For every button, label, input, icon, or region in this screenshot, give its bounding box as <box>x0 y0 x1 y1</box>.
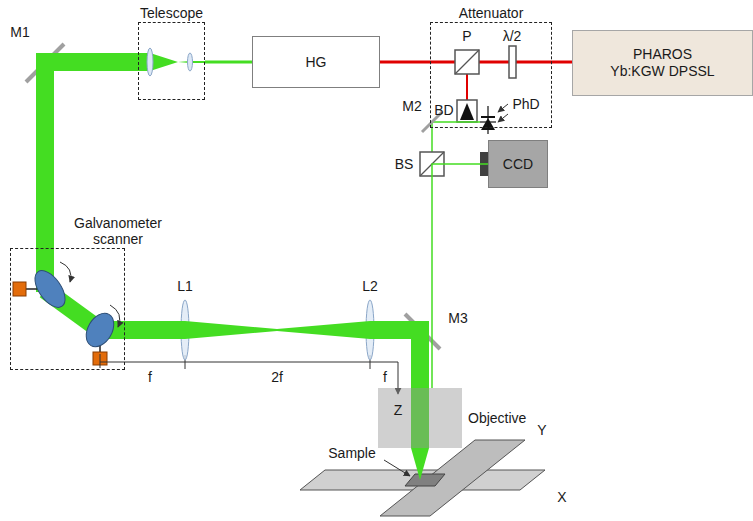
part-label: L2 <box>362 278 378 294</box>
part-label: Sample <box>328 445 375 461</box>
laser-beam <box>430 61 552 64</box>
galvo-mirror <box>29 265 71 312</box>
half-wave-plate <box>509 46 516 78</box>
part-label: f <box>383 369 387 385</box>
beam-dump <box>457 100 477 122</box>
part-label: Y <box>537 422 546 438</box>
part-label: λ/2 <box>503 28 522 44</box>
objective: Objective <box>378 388 462 448</box>
part-label: P <box>462 28 471 44</box>
harmonic-generator: HG <box>252 36 380 88</box>
dimension-line <box>100 362 398 363</box>
part-label: 2f <box>271 369 283 385</box>
beam-path <box>552 61 572 64</box>
beam-path <box>432 164 488 388</box>
detection-beam <box>432 121 480 123</box>
ccd-camera: CCD <box>488 140 548 188</box>
galvo-scanner-group: Galvanometer scanner <box>10 248 125 370</box>
dimension-tick <box>100 354 101 368</box>
group-heading: Attenuator <box>431 5 551 21</box>
part-label: L1 <box>177 278 193 294</box>
y-stage <box>380 440 525 516</box>
photodiode-lead <box>487 106 488 134</box>
group-heading: Galvanometer scanner <box>63 215 173 247</box>
part-label: BD <box>434 102 453 118</box>
galvo-mirror <box>81 308 120 351</box>
light-arrow <box>498 104 508 112</box>
component-label: Objective <box>468 410 526 426</box>
rotation-arrow <box>110 305 120 327</box>
box-label: HG <box>306 54 327 71</box>
telescope-group: Telescope <box>138 22 205 100</box>
laser-source: PHAROS Yb:KGW DPSSL <box>572 30 753 96</box>
beam-path <box>125 321 429 388</box>
telescope-lens <box>188 53 193 71</box>
rotation-arrow <box>60 262 71 282</box>
beam-path <box>380 61 430 64</box>
box-label: CCD <box>503 156 533 173</box>
leader-line <box>384 460 410 476</box>
galvo-motor <box>13 282 26 296</box>
beam-dump-cone <box>460 103 474 120</box>
part-label: f <box>148 369 152 385</box>
part-label: BS <box>395 156 414 172</box>
part-label: PhD <box>512 96 539 112</box>
group-heading: Telescope <box>139 5 204 21</box>
telescope-lens <box>147 48 153 76</box>
polarizer-diagonal <box>455 50 479 74</box>
part-label: M1 <box>10 24 29 40</box>
part-label: Z <box>394 402 403 418</box>
beam-path <box>205 61 252 64</box>
part-label: M3 <box>448 310 467 326</box>
part-label: M2 <box>402 98 421 114</box>
sample <box>405 474 445 486</box>
polarizer-cube <box>455 50 479 74</box>
light-arrow <box>498 114 508 122</box>
box-label: PHAROS Yb:KGW DPSSL <box>609 46 717 80</box>
part-label: X <box>557 489 566 505</box>
